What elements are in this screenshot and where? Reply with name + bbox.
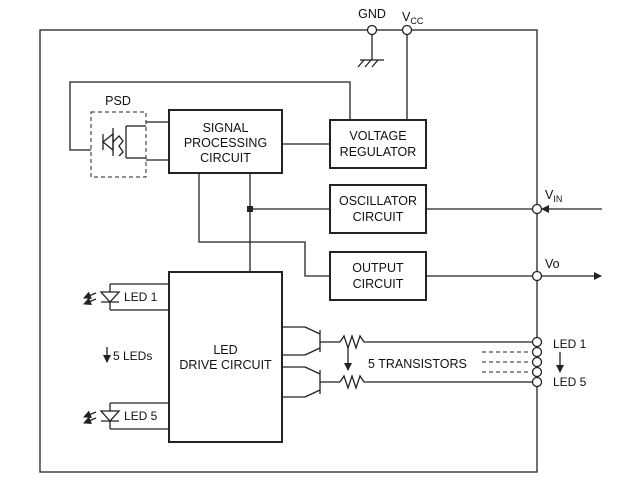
vo-pin: Vo — [426, 257, 602, 282]
transistor-5 — [282, 366, 340, 398]
svg-text:CIRCUIT: CIRCUIT — [353, 210, 404, 224]
output-block: OUTPUT CIRCUIT — [329, 251, 427, 301]
gnd-pin: GND — [357, 7, 386, 68]
vcc-label: VCC — [402, 10, 424, 26]
svg-text:CIRCUIT: CIRCUIT — [353, 277, 404, 291]
vin-pin: VIN — [426, 188, 602, 215]
junction-dot — [247, 206, 253, 212]
svg-text:REGULATOR: REGULATOR — [340, 145, 417, 159]
psd-bias-line — [69, 81, 351, 151]
pin-led5-label: LED 5 — [553, 375, 587, 389]
sp-to-output-line — [198, 173, 330, 277]
led-count: 5 LEDs — [103, 347, 152, 363]
svg-text:CIRCUIT: CIRCUIT — [200, 151, 251, 165]
voltage-regulator-block: VOLTAGE REGULATOR — [329, 119, 427, 169]
svg-text:VOLTAGE: VOLTAGE — [349, 129, 406, 143]
led3-pin — [531, 356, 543, 368]
svg-text:OUTPUT: OUTPUT — [352, 261, 404, 275]
transistors-label: 5 TRANSISTORS — [368, 357, 467, 371]
led1-label: LED 1 — [124, 290, 158, 304]
led5-pin — [531, 376, 543, 388]
vo-label: Vo — [545, 257, 560, 271]
resistor-1 — [339, 333, 537, 351]
svg-text:LED: LED — [213, 343, 237, 357]
oscillator-block: OSCILLATOR CIRCUIT — [329, 184, 427, 234]
led2-pin — [531, 346, 543, 358]
svg-text:OSCILLATOR: OSCILLATOR — [339, 194, 417, 208]
psd-dashed-outline — [90, 111, 147, 178]
led1-pin — [531, 336, 543, 348]
transistor-1 — [282, 326, 340, 356]
led-count-label: 5 LEDs — [113, 349, 152, 363]
led-5: LED 5 — [83, 402, 169, 430]
signal-processing-block: SIGNAL PROCESSING CIRCUIT — [168, 109, 283, 174]
vin-label: VIN — [545, 188, 562, 204]
led5-label: LED 5 — [124, 409, 158, 423]
pin-led1-label: LED 1 — [553, 337, 587, 351]
photodiode-symbol — [101, 125, 134, 159]
svg-text:DRIVE CIRCUIT: DRIVE CIRCUIT — [179, 358, 272, 372]
svg-text:PROCESSING: PROCESSING — [184, 136, 267, 150]
vcc-pin: VCC — [401, 10, 424, 120]
ic-boundary — [39, 29, 538, 473]
led-drive-block: LED DRIVE CIRCUIT — [168, 271, 283, 443]
psd: PSD — [90, 94, 147, 178]
gnd-label: GND — [358, 7, 386, 21]
psd-label: PSD — [105, 94, 131, 108]
led-pins — [531, 336, 543, 388]
resistor-5 — [339, 373, 537, 391]
led-1: LED 1 — [83, 283, 169, 311]
led4-pin — [531, 366, 543, 378]
svg-text:SIGNAL: SIGNAL — [203, 121, 249, 135]
